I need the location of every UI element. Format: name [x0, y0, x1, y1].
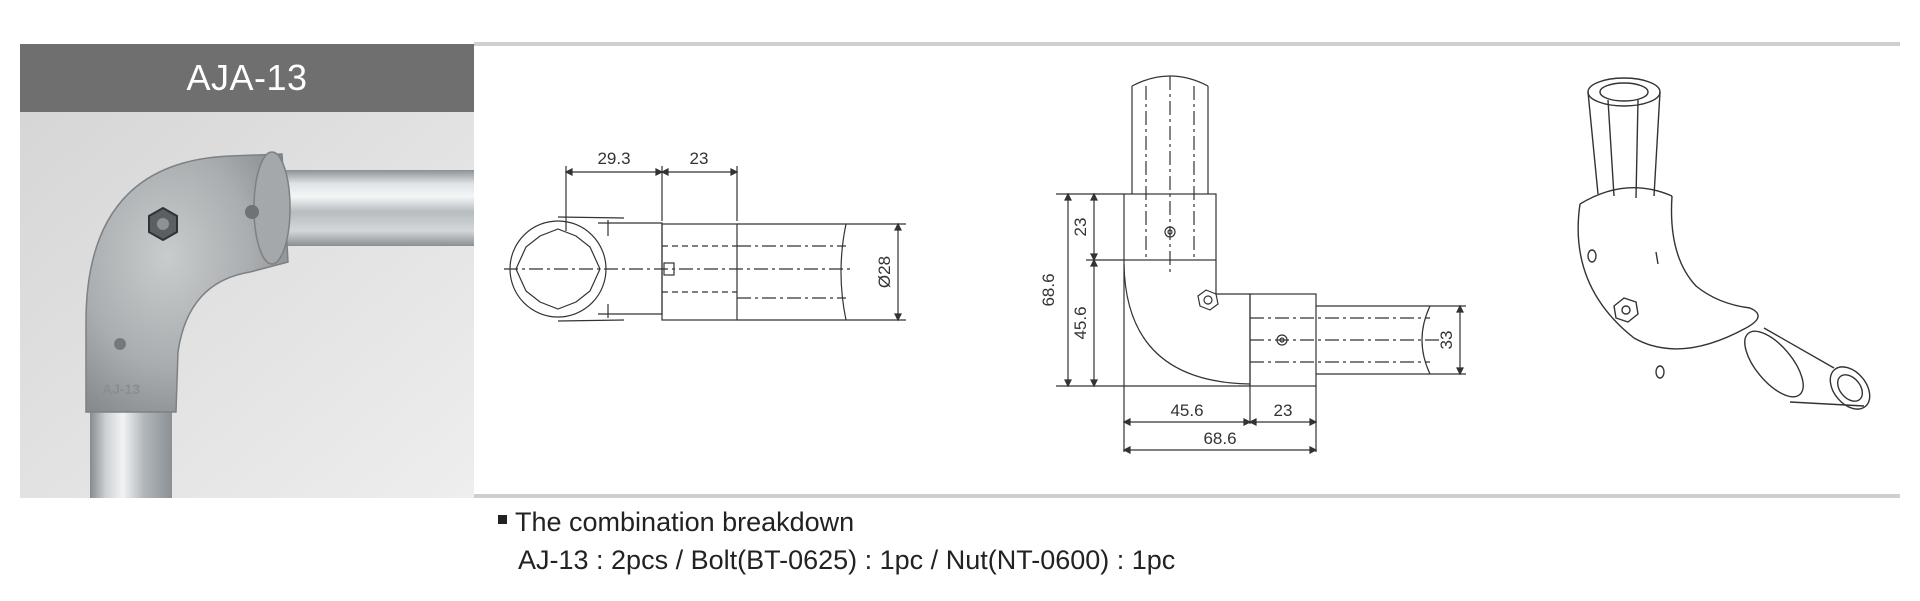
dim-bottom-b: 23 [1274, 401, 1293, 420]
dim-side-b: 23 [690, 149, 709, 168]
dim-height-lower: 45.6 [1071, 306, 1090, 339]
product-photo: AJ-13 [20, 112, 474, 498]
isometric-elbow-drawing [1577, 77, 1871, 410]
side-hole [245, 205, 259, 219]
dim-height-total: 68.6 [1039, 273, 1058, 306]
dim-bottom-total: 68.6 [1203, 429, 1236, 448]
notes-detail: AJ-13 : 2pcs / Bolt(BT-0625) : 1pc / Nut… [518, 545, 1176, 575]
elbow-orthographic-drawing [1056, 75, 1466, 454]
dim-diameter: Ø28 [875, 256, 894, 288]
dim-bottom-a: 45.6 [1170, 401, 1203, 420]
bottom-rule [474, 494, 1900, 498]
top-rule [474, 42, 1900, 46]
horizontal-tube [270, 170, 474, 246]
product-title-bar: AJA-13 [20, 44, 474, 112]
lower-hole [114, 338, 126, 350]
casting-collar [253, 151, 291, 265]
square-bullet-icon [498, 515, 507, 525]
dim-right-height: 33 [1437, 331, 1456, 350]
technical-drawing: 29.3 23 Ø28 [474, 46, 1900, 494]
notes-heading: The combination breakdown [515, 507, 855, 537]
dim-side-a: 29.3 [597, 149, 630, 168]
elbow-casting [85, 153, 289, 413]
embossed-code: AJ-13 [102, 381, 140, 397]
end-view-drawing [504, 166, 906, 322]
bolt-center [157, 218, 169, 230]
notes-heading-line: The combination breakdown [498, 503, 1175, 541]
combination-notes: The combination breakdown AJ-13 : 2pcs /… [498, 503, 1175, 579]
product-code: AJA-13 [186, 57, 308, 98]
dim-height-upper: 23 [1071, 218, 1090, 237]
